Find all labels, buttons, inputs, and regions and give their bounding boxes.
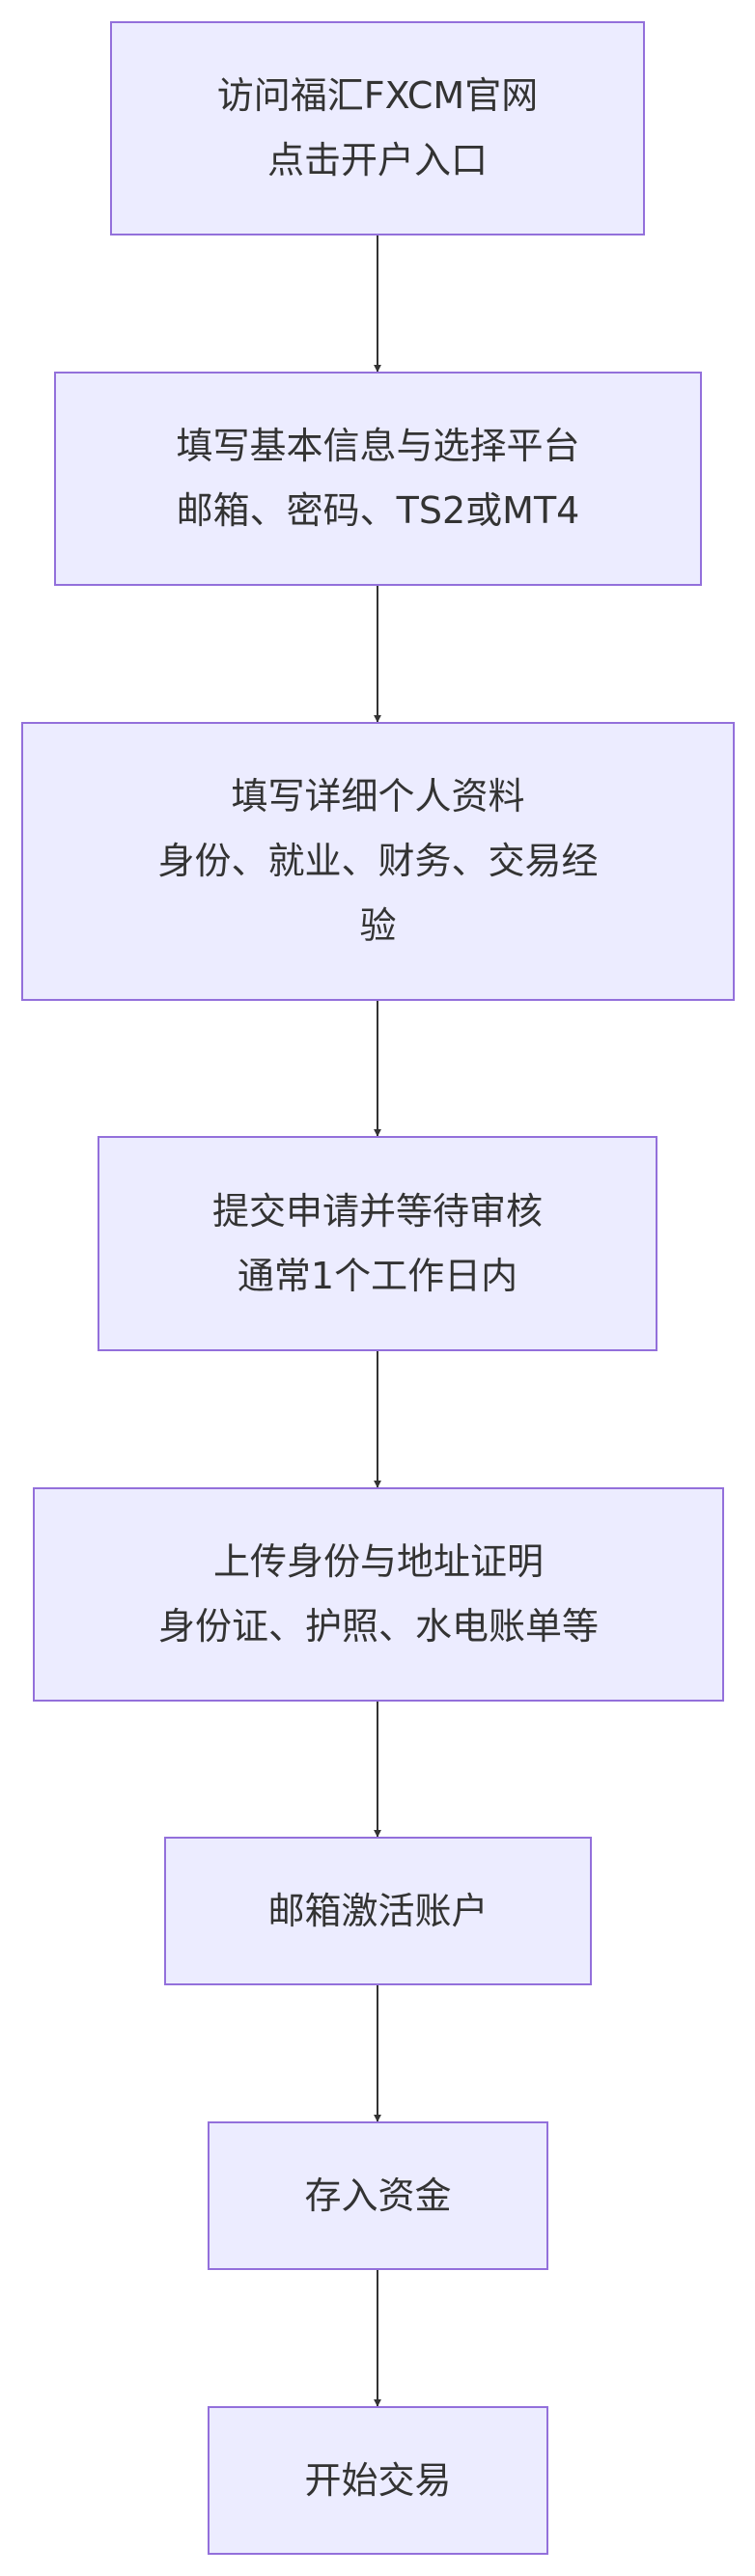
node-text: 通常1个工作日内 — [237, 1254, 518, 1297]
node-visit-website: 访问福汇FXCM官网 点击开户入口 — [110, 21, 645, 235]
node-text: 填写基本信息与选择平台 — [176, 425, 580, 467]
node-upload-documents: 上传身份与地址证明 身份证、护照、水电账单等 — [33, 1487, 724, 1702]
node-text: 身份证、护照、水电账单等 — [157, 1605, 599, 1648]
node-text: 访问福汇FXCM官网 — [216, 74, 539, 117]
node-email-activation: 邮箱激活账户 — [164, 1837, 592, 1985]
node-text: 提交申请并等待审核 — [211, 1189, 543, 1233]
node-text: 点击开户入口 — [266, 139, 488, 181]
node-text: 验 — [359, 904, 397, 947]
node-deposit-funds: 存入资金 — [208, 2121, 548, 2270]
node-text: 开始交易 — [304, 2458, 452, 2502]
node-text: 上传身份与地址证明 — [212, 1540, 544, 1583]
node-text: 填写详细个人资料 — [231, 775, 525, 817]
node-start-trading: 开始交易 — [208, 2406, 548, 2555]
node-text: 邮箱激活账户 — [267, 1889, 489, 1932]
node-basic-info: 填写基本信息与选择平台 邮箱、密码、TS2或MT4 — [54, 372, 702, 586]
node-detail-info: 填写详细个人资料 身份、就业、财务、交易经 验 — [21, 722, 735, 1001]
node-submit-review: 提交申请并等待审核 通常1个工作日内 — [98, 1136, 657, 1351]
node-text: 存入资金 — [304, 2174, 452, 2217]
node-text: 邮箱、密码、TS2或MT4 — [176, 489, 580, 532]
node-text: 身份、就业、财务、交易经 — [157, 840, 599, 882]
